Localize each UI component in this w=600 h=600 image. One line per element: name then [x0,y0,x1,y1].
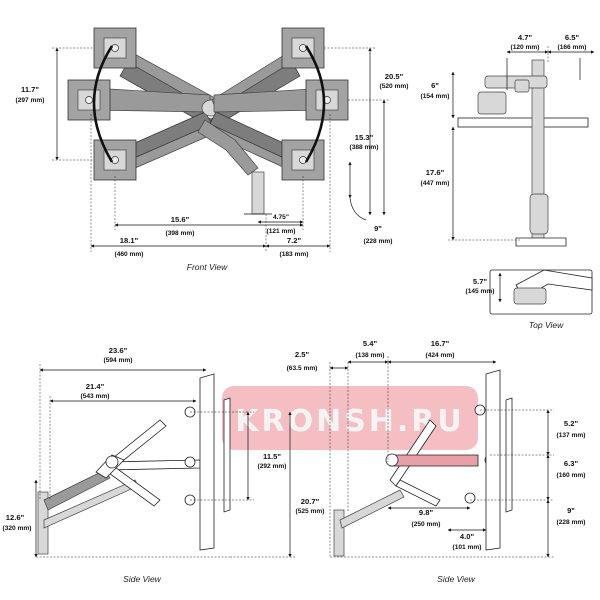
dim-side-5-4-mm: (138 mm) [356,352,385,359]
dim-top-17-6-in: 17.6" [426,168,445,177]
dim-side-21-4-in: 21.4" [86,382,105,391]
dim-side-12-6-mm: (320 mm) [3,525,32,532]
dim-top-17-6-mm: (447 mm) [421,180,450,187]
dim-front-15-3-mm: (388 mm) [350,144,379,151]
dim-front-15-3-in: 15.3" [355,133,374,142]
dim-side-4-0-mm: (101 mm) [453,544,482,551]
dim-top-6-in: 6" [431,81,439,90]
dim-front-7-2-mm: (183 mm) [280,251,309,258]
dim-top-6-5-mm: (166 mm) [558,44,587,51]
dim-side-16-7-in: 16.7" [431,339,450,348]
side-view-left: 23.6" (594 mm) 21.4" (543 mm) 11.5" (292… [3,346,325,584]
dim-front-15-6-in: 15.6" [171,215,190,224]
dim-front-7-2-in: 7.2" [287,236,302,245]
dim-side-12-6-in: 12.6" [6,513,25,522]
dim-side-16-7-mm: (424 mm) [426,352,455,359]
caption-side-view-right: Side View [437,574,476,584]
profile-view: 4.7" (120 mm) 6.5" (166 mm) 6" (154 mm) … [421,33,595,247]
caption-top-view: Top View [529,320,564,330]
dim-front-15-6-mm: (398 mm) [166,230,195,237]
dim-top-6-5-in: 6.5" [565,33,580,42]
caption-front-view: Front View [187,262,228,272]
dim-front-9-mm: (228 mm) [364,238,393,245]
dim-side-6-3-in: 6.3" [564,459,579,468]
watermark: KRONSH.RU [222,386,478,450]
dim-side-21-4-mm: (543 mm) [81,393,110,400]
dim-front-11-7-in: 11.7" [21,85,39,94]
dim-side-2-5-in: 2.5" [295,350,310,359]
dim-side-23-6-in: 23.6" [109,346,128,355]
top-view: 5.7" (145 mm) Top View [466,269,593,330]
dim-front-4-75-mm: (121 mm) [267,228,296,235]
dim-side-9-8-in: 9.8" [419,508,434,517]
caption-side-view-left: Side View [123,574,162,584]
dim-front-20-5-in: 20.5" [385,72,404,81]
dim-side-20-7-in: 20.7" [301,497,320,506]
dim-top-5-7-mm: (145 mm) [466,288,495,295]
dim-top-4-7-mm: (120 mm) [511,44,540,51]
dim-front-18-1-in: 18.1" [120,236,139,245]
dim-side-5-4-in: 5.4" [363,339,378,348]
side-view-right: 2.5" (63.5 mm) 5.4" (138 mm) 16.7" (424 … [287,339,586,584]
dim-top-6-mm: (154 mm) [421,93,450,100]
dim-side-5-2-in: 5.2" [564,419,579,428]
dim-front-18-1-mm: (460 mm) [115,251,144,258]
dim-side-23-6-mm: (594 mm) [104,357,133,364]
dim-front-20-5-mm: (520 mm) [380,83,409,90]
dim-side-5-2-mm: (137 mm) [557,432,586,439]
dim-side-6-3-mm: (160 mm) [557,472,586,479]
front-pole [251,171,265,215]
dim-side-9-mm: (228 mm) [557,519,586,526]
dim-front-11-7-mm: (297 mm) [16,97,45,104]
dim-front-4-75-in: 4.75" [273,214,289,221]
front-view: 11.7" (297 mm) 20.5" (520 mm) 15.3" (388… [16,27,409,272]
dim-side-4-0-in: 4.0" [460,532,475,541]
dim-side-9-in: 9" [567,506,575,515]
dim-side-11-5-mm: (292 mm) [258,463,287,470]
dim-side-2-5-mm: (63.5 mm) [287,365,318,372]
front-right-arm-assembly [197,27,349,181]
dim-top-4-7-in: 4.7" [518,33,533,42]
dim-front-9-in: 9" [374,224,382,233]
dim-side-20-7-mm: (525 mm) [296,508,325,515]
dim-side-9-8-mm: (250 mm) [412,521,441,528]
dim-top-5-7-in: 5.7" [473,277,488,286]
front-left-arm-assembly [67,27,221,181]
dim-side-11-5-in: 11.5" [263,452,281,461]
